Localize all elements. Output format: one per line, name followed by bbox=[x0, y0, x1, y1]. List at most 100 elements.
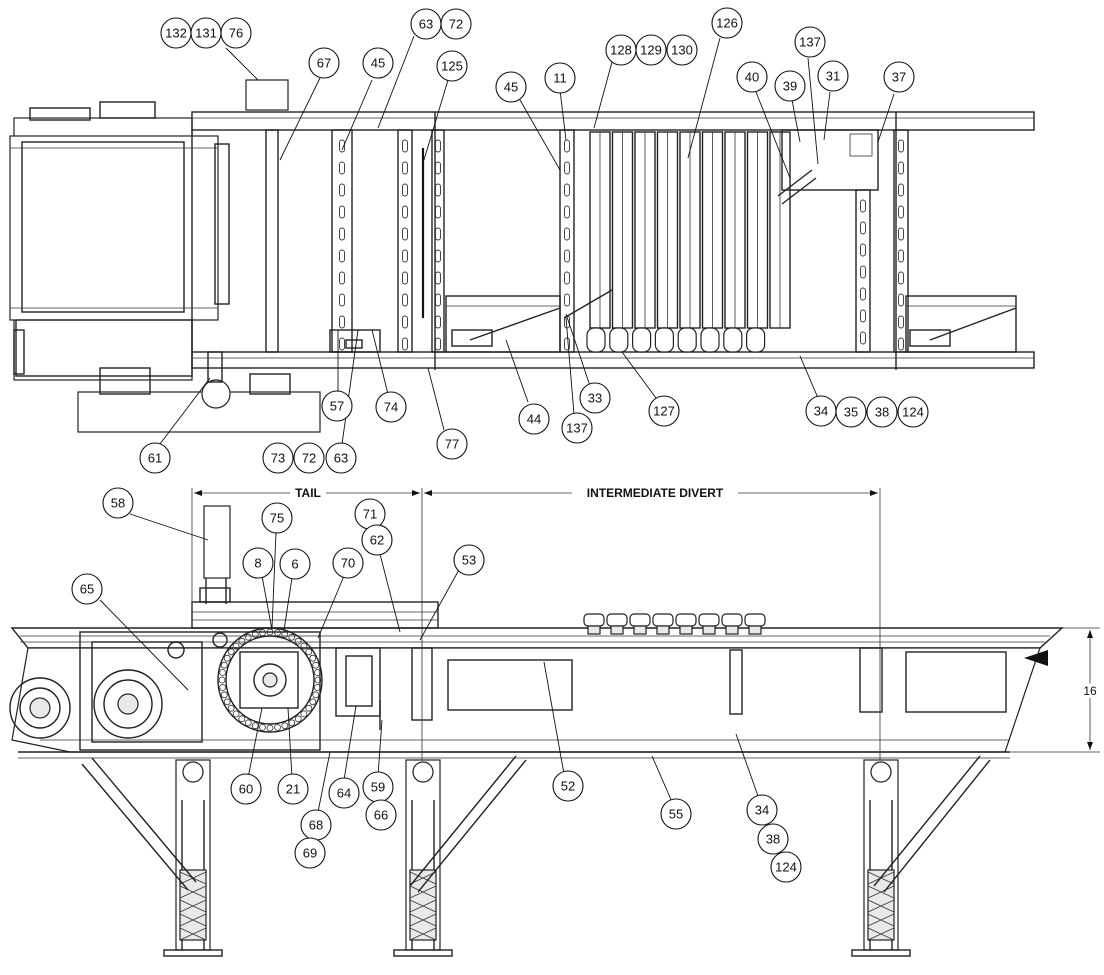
side-view bbox=[9, 505, 1064, 957]
callout-number: 124 bbox=[902, 405, 924, 420]
top-callout: 128 bbox=[605, 34, 637, 66]
callout-number: 38 bbox=[766, 832, 780, 847]
top-callout: 40 bbox=[736, 61, 768, 93]
callout-number: 63 bbox=[334, 451, 348, 466]
callout-number: 21 bbox=[286, 782, 300, 797]
top-callout: 63 bbox=[325, 442, 357, 474]
callout-number: 67 bbox=[317, 56, 331, 71]
callout-number: 35 bbox=[844, 405, 858, 420]
top-callout: 124 bbox=[897, 396, 929, 428]
top-callout: 72 bbox=[440, 8, 472, 40]
callout-number: 72 bbox=[449, 17, 463, 32]
bottom-callout: 71 bbox=[354, 498, 386, 530]
bottom-callout: 53 bbox=[453, 544, 485, 576]
top-callout: 67 bbox=[308, 47, 340, 79]
bottom-callout: 75 bbox=[261, 502, 293, 534]
callout-number: 71 bbox=[363, 507, 377, 522]
bottom-callout: 64 bbox=[328, 777, 360, 809]
callout-number: 57 bbox=[330, 399, 344, 414]
callout-number: 37 bbox=[892, 70, 906, 85]
top-callout: 137 bbox=[561, 412, 593, 444]
top-callout: 130 bbox=[666, 34, 698, 66]
callout-number: 131 bbox=[195, 26, 217, 41]
callout-number: 73 bbox=[271, 451, 285, 466]
bottom-callout: 21 bbox=[277, 773, 309, 805]
top-callout: 61 bbox=[139, 442, 171, 474]
callout-number: 62 bbox=[370, 533, 384, 548]
top-callout: 127 bbox=[648, 395, 680, 427]
top-callout: 11 bbox=[544, 62, 576, 94]
callout-number: 53 bbox=[462, 553, 476, 568]
top-view bbox=[9, 79, 1035, 433]
section-label-tail: TAIL bbox=[295, 486, 321, 500]
callout-number: 72 bbox=[302, 451, 316, 466]
callout-number: 75 bbox=[270, 511, 284, 526]
section-label-intermediate-divert: INTERMEDIATE DIVERT bbox=[587, 486, 724, 500]
callout-number: 128 bbox=[610, 43, 632, 58]
top-callout: 72 bbox=[293, 442, 325, 474]
callout-number: 125 bbox=[441, 59, 463, 74]
bottom-callout: 8 bbox=[242, 547, 274, 579]
top-callout: 132 bbox=[160, 17, 192, 49]
top-callout: 137 bbox=[794, 26, 826, 58]
top-callout: 74 bbox=[375, 391, 407, 423]
bottom-callout: 69 bbox=[294, 837, 326, 869]
callout-number: 70 bbox=[341, 556, 355, 571]
callout-number: 132 bbox=[165, 26, 187, 41]
top-callout: 73 bbox=[262, 442, 294, 474]
bottom-callout: 62 bbox=[361, 524, 393, 556]
top-callout: 39 bbox=[774, 70, 806, 102]
bottom-callout: 38 bbox=[757, 823, 789, 855]
bottom-callout: 60 bbox=[230, 773, 262, 805]
callout-number: 39 bbox=[783, 79, 797, 94]
callout-number: 59 bbox=[371, 780, 385, 795]
callout-number: 63 bbox=[419, 17, 433, 32]
callout-number: 8 bbox=[254, 556, 261, 571]
top-callout: 35 bbox=[835, 396, 867, 428]
top-callout: 126 bbox=[711, 7, 743, 39]
bottom-callout: 34 bbox=[746, 794, 778, 826]
section-dimensions: TAIL INTERMEDIATE DIVERT 16 bbox=[191, 486, 1100, 760]
callout-number: 6 bbox=[291, 557, 298, 572]
callout-number: 58 bbox=[111, 496, 125, 511]
callout-number: 137 bbox=[566, 421, 588, 436]
callout-number: 65 bbox=[80, 582, 94, 597]
top-callout: 131 bbox=[190, 17, 222, 49]
top-callout: 34 bbox=[805, 395, 837, 427]
top-callout: 63 bbox=[410, 8, 442, 40]
bottom-callout: 59 bbox=[362, 771, 394, 803]
callout-number: 55 bbox=[669, 807, 683, 822]
bottom-callout: 65 bbox=[71, 573, 103, 605]
callout-number: 76 bbox=[229, 26, 243, 41]
leader-lines bbox=[99, 35, 895, 813]
callout-number: 31 bbox=[826, 69, 840, 84]
callout-number: 45 bbox=[371, 56, 385, 71]
callout-number: 52 bbox=[561, 779, 575, 794]
callout-number: 127 bbox=[653, 404, 675, 419]
top-callout: 129 bbox=[635, 34, 667, 66]
bottom-callout: 68 bbox=[300, 809, 332, 841]
bottom-callout: 52 bbox=[552, 770, 584, 802]
bottom-callout: 66 bbox=[365, 799, 397, 831]
callout-number: 61 bbox=[148, 451, 162, 466]
bottom-callout: 124 bbox=[770, 851, 802, 883]
callout-number: 33 bbox=[588, 391, 602, 406]
callout-number: 130 bbox=[671, 43, 693, 58]
callout-number: 40 bbox=[745, 70, 759, 85]
callout-number: 64 bbox=[337, 786, 351, 801]
callout-number: 137 bbox=[799, 35, 821, 50]
bottom-callout: 70 bbox=[332, 547, 364, 579]
callout-number: 77 bbox=[445, 437, 459, 452]
top-callout: 45 bbox=[362, 47, 394, 79]
callout-number: 126 bbox=[716, 16, 738, 31]
callout-number: 124 bbox=[775, 860, 797, 875]
top-callout: 57 bbox=[321, 390, 353, 422]
dimension-height: 16 bbox=[1083, 684, 1097, 698]
callout-number: 11 bbox=[553, 71, 567, 86]
top-callout: 38 bbox=[866, 396, 898, 428]
callout-number: 34 bbox=[755, 803, 769, 818]
callout-number: 74 bbox=[384, 400, 398, 415]
top-callout: 31 bbox=[817, 60, 849, 92]
